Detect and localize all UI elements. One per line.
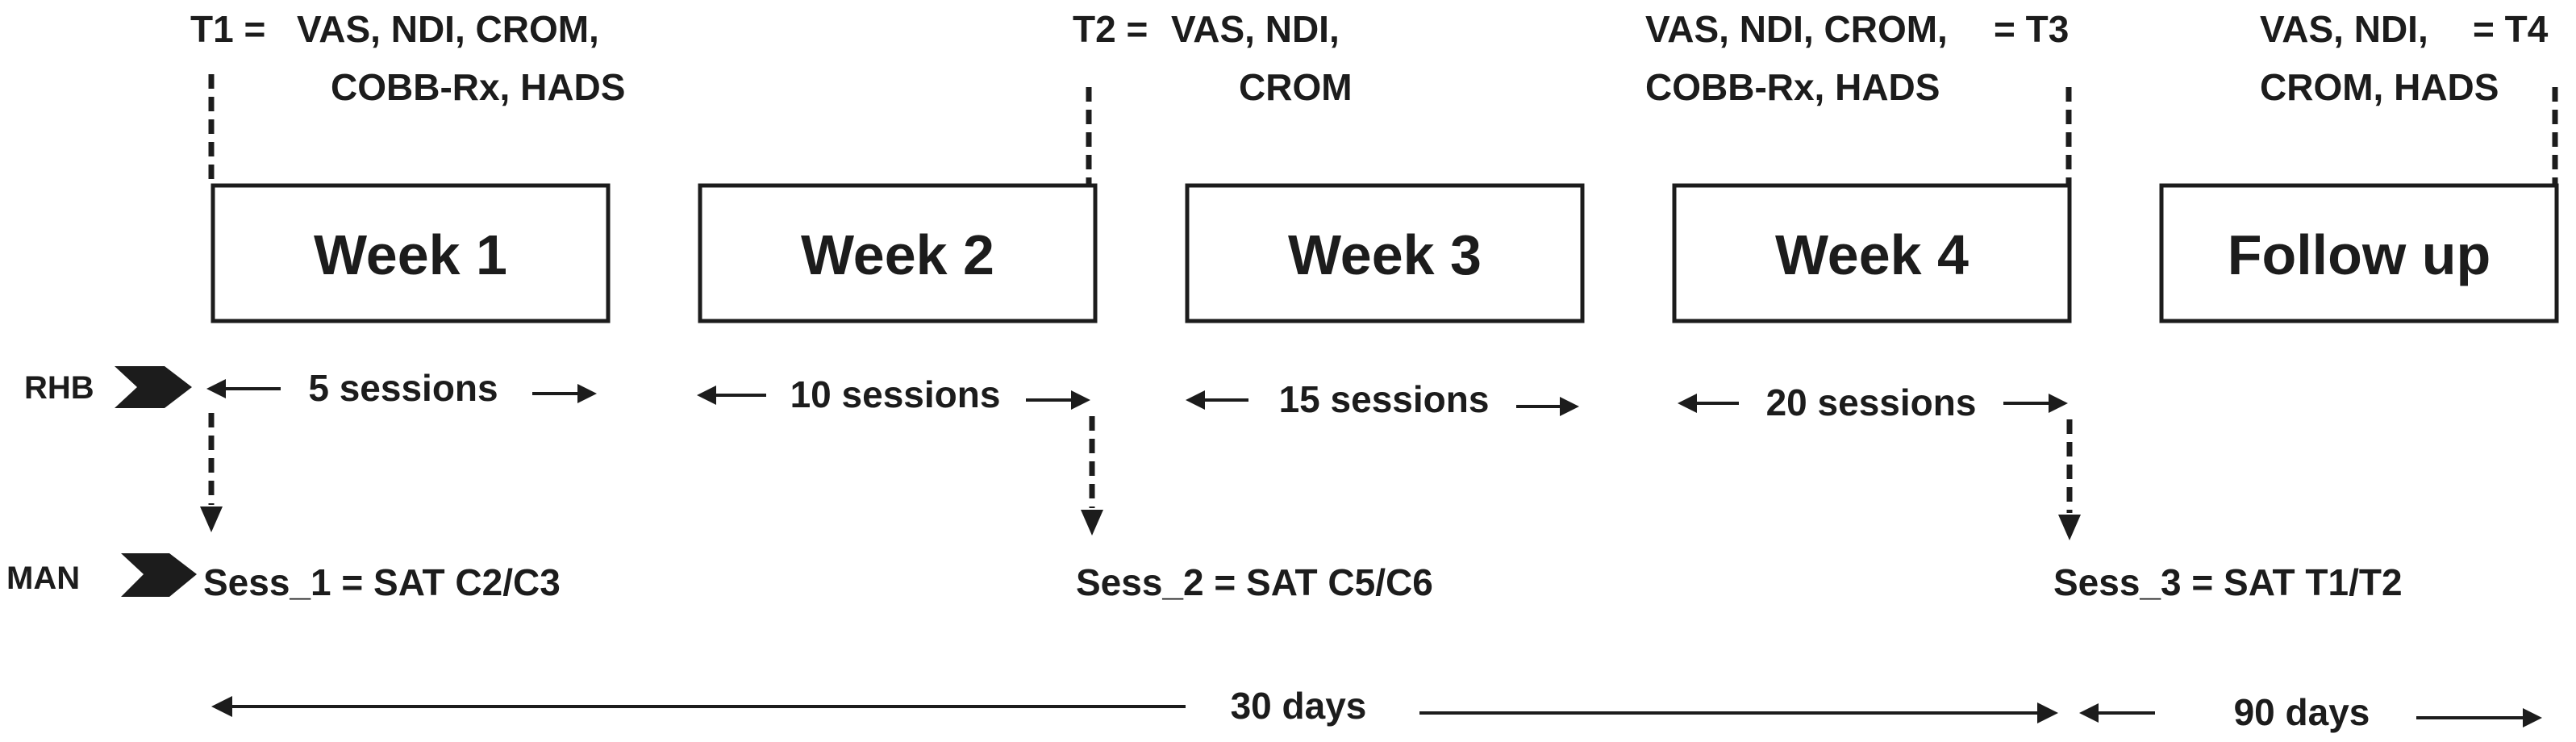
timepoint-t4: VAS, NDI, = T4 CROM, HADS xyxy=(2260,8,2558,184)
t2-measures-line1: VAS, NDI, xyxy=(1171,8,1340,50)
sessions-week-1: 5 sessions xyxy=(206,367,597,409)
week-4-box: Week 4 xyxy=(1672,183,2072,323)
rhb-label: RHB xyxy=(24,370,94,406)
t1-id: T1 = xyxy=(190,8,265,50)
sessions-week-1-right-arrowhead-icon xyxy=(577,384,597,403)
sessions-week-4: 20 sessions xyxy=(1678,381,2068,423)
t4-measures-line2: CROM, HADS xyxy=(2260,66,2499,108)
timepoint-t2: T2 = VAS, NDI, CROM xyxy=(1073,8,1353,184)
sessions-week-3-label: 15 sessions xyxy=(1279,378,1490,420)
duration-30-days-label: 30 days xyxy=(1231,685,1367,727)
duration-90-days-left-arrowhead-icon xyxy=(2079,703,2099,723)
sessions-week-1-label: 5 sessions xyxy=(308,367,498,409)
t2-id: T2 = xyxy=(1073,8,1148,50)
duration-30-days: 30 days xyxy=(211,685,2058,727)
man-link-2 xyxy=(1081,416,1103,536)
sessions-week-3: 15 sessions xyxy=(1186,378,1579,420)
duration-30-days-left-arrowhead-icon xyxy=(211,696,232,717)
rhb-row-label: RHB xyxy=(24,366,192,408)
timepoint-t3: VAS, NDI, CROM, = T3 COBB-Rx, HADS xyxy=(1645,8,2072,184)
man-label: MAN xyxy=(6,561,80,596)
sessions-week-3-left-arrowhead-icon xyxy=(1186,390,1205,410)
duration-90-days-label: 90 days xyxy=(2234,691,2370,733)
man-link-3-arrowhead-icon xyxy=(2058,515,2081,540)
follow-up-label: Follow up xyxy=(2228,223,2491,286)
man-link-3 xyxy=(2058,419,2081,540)
man-session-2: Sess_2 = SAT C5/C6 xyxy=(1076,561,1433,603)
duration-30-days-right-arrowhead-icon xyxy=(2037,702,2058,723)
man-session-3: Sess_3 = SAT T1/T2 xyxy=(2053,561,2403,603)
duration-90-days-right-arrowhead-icon xyxy=(2523,708,2542,727)
week-2-label: Week 2 xyxy=(801,223,994,286)
t1-measures-line2: COBB-Rx, HADS xyxy=(331,66,625,108)
week-3-box: Week 3 xyxy=(1185,183,1585,323)
man-link-2-arrowhead-icon xyxy=(1081,510,1103,536)
sessions-week-1-left-arrowhead-icon xyxy=(206,379,226,398)
sessions-week-2: 10 sessions xyxy=(697,373,1090,415)
timepoint-t1: T1 = VAS, NDI, CROM, COBB-Rx, HADS xyxy=(190,8,625,184)
t1-measures-line1: VAS, NDI, CROM, xyxy=(297,8,599,50)
man-chevron-icon xyxy=(121,553,197,597)
sessions-week-4-label: 20 sessions xyxy=(1766,381,1977,423)
sessions-week-3-right-arrowhead-icon xyxy=(1560,397,1579,416)
sessions-week-2-right-arrowhead-icon xyxy=(1071,390,1090,410)
sessions-week-2-label: 10 sessions xyxy=(790,373,1001,415)
t3-id: = T3 xyxy=(1994,8,2069,50)
sessions-week-2-left-arrowhead-icon xyxy=(697,386,716,405)
t3-measures-line1: VAS, NDI, CROM, xyxy=(1645,8,1948,50)
t2-measures-line2: CROM xyxy=(1239,66,1353,108)
week-3-label: Week 3 xyxy=(1288,223,1482,286)
duration-90-days: 90 days xyxy=(2079,691,2542,733)
sessions-week-4-left-arrowhead-icon xyxy=(1678,394,1697,413)
t4-measures-line1: VAS, NDI, xyxy=(2260,8,2428,50)
week-1-box: Week 1 xyxy=(210,183,611,323)
week-4-label: Week 4 xyxy=(1775,223,1969,286)
man-link-1 xyxy=(200,413,223,532)
week-1-label: Week 1 xyxy=(314,223,507,286)
man-row-label: MAN xyxy=(6,553,197,597)
t4-id: = T4 xyxy=(2473,8,2549,50)
man-link-1-arrowhead-icon xyxy=(200,506,223,532)
follow-up-box: Follow up xyxy=(2159,183,2559,323)
sessions-week-4-right-arrowhead-icon xyxy=(2049,394,2068,413)
rhb-chevron-icon xyxy=(115,366,192,408)
week-2-box: Week 2 xyxy=(698,183,1098,323)
man-session-1: Sess_1 = SAT C2/C3 xyxy=(203,561,561,603)
t3-measures-line2: COBB-Rx, HADS xyxy=(1645,66,1940,108)
